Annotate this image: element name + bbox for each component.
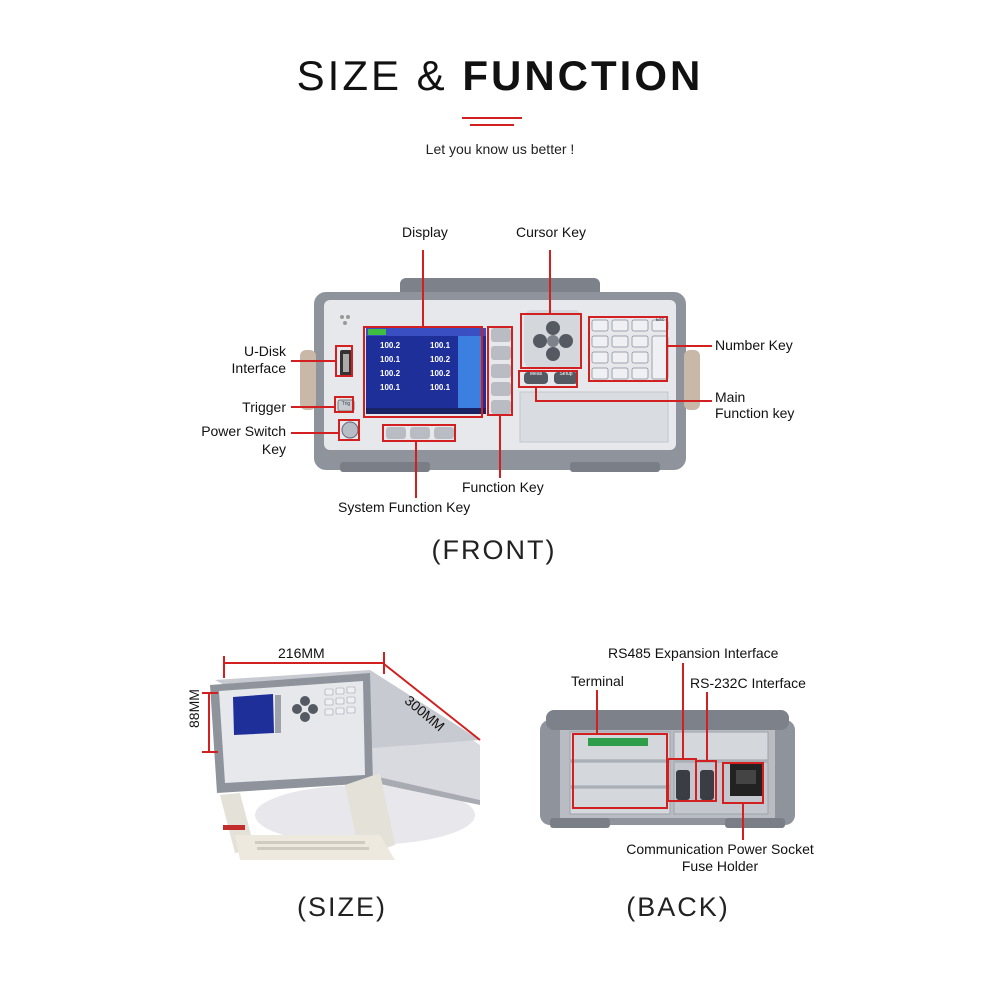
display-leader — [422, 250, 424, 326]
label-rs232: RS-232C Interface — [690, 675, 806, 691]
label-number-key: Number Key — [715, 337, 793, 353]
svg-text:100.1: 100.1 — [380, 383, 401, 392]
label-power-1: Power Switch — [201, 423, 286, 439]
display-highlight — [363, 326, 483, 418]
label-width: 216MM — [278, 645, 325, 661]
trigger-highlight — [334, 396, 354, 413]
caption-back: (BACK) — [626, 892, 730, 922]
subtitle: Let you know us better ! — [425, 141, 575, 157]
rs485-highlight — [667, 758, 697, 802]
width-dimension-tick-right — [383, 652, 385, 674]
label-rs485: RS485 Expansion Interface — [608, 645, 779, 661]
system-function-leader — [415, 442, 417, 498]
device-setup-key-label: Setup — [559, 371, 573, 377]
height-dimension-tick-top — [202, 692, 218, 694]
svg-text:100.2: 100.2 — [430, 369, 451, 378]
svg-text:100.2: 100.2 — [380, 369, 401, 378]
label-power-socket-2: Fuse Holder — [681, 858, 759, 874]
width-dimension-tick-left — [223, 656, 225, 678]
height-dimension-line — [208, 692, 210, 752]
title-light: SIZE & — [296, 52, 448, 99]
label-system-function-key: System Function Key — [338, 499, 471, 515]
label-function-key: Function Key — [462, 479, 544, 495]
label-udisk-2: Interface — [231, 360, 286, 376]
caption-size: (SIZE) — [297, 892, 387, 922]
rs232-leader — [706, 692, 708, 760]
function-key-leader — [499, 416, 501, 478]
label-cursor-key: Cursor Key — [516, 224, 587, 240]
trigger-leader — [291, 406, 334, 408]
terminal-leader — [596, 690, 598, 733]
label-power-socket-1: Communication Power Socket — [626, 841, 814, 857]
title-underline-2 — [470, 124, 514, 126]
caption-front: (FRONT) — [431, 535, 557, 565]
cursor-key-highlight — [520, 313, 582, 369]
width-dimension-line — [224, 662, 384, 664]
label-terminal: Terminal — [571, 673, 624, 689]
svg-text:100.1: 100.1 — [380, 355, 401, 364]
label-udisk-1: U-Disk — [244, 343, 286, 359]
power-leader — [291, 432, 338, 434]
main-function-highlight — [518, 370, 578, 388]
svg-text:100.1: 100.1 — [430, 341, 451, 350]
page-title: SIZE & FUNCTION — [0, 52, 1000, 100]
power-socket-leader — [742, 804, 744, 840]
rs485-leader — [682, 663, 684, 758]
udisk-highlight — [335, 345, 353, 377]
title-bold: FUNCTION — [462, 52, 704, 99]
depth-dimension-line — [383, 663, 481, 741]
label-power-2: Key — [261, 441, 286, 457]
udisk-leader — [291, 360, 335, 362]
svg-text:100.1: 100.1 — [430, 383, 451, 392]
label-display: Display — [402, 224, 448, 240]
number-leader — [668, 345, 712, 347]
number-key-highlight — [588, 316, 668, 382]
main-function-leader-v — [535, 388, 537, 402]
system-function-highlight — [382, 424, 456, 442]
device-meas-key-label: Meas — [529, 371, 543, 377]
label-trigger: Trigger — [242, 399, 286, 415]
device-esc-key-label: Esc — [655, 317, 665, 323]
terminal-highlight — [572, 733, 668, 809]
cursor-leader — [549, 250, 551, 313]
device-trig-key-label: Trig — [341, 401, 351, 407]
power-highlight — [338, 419, 360, 441]
function-key-highlight — [487, 326, 513, 416]
title-underline-1 — [462, 117, 522, 119]
label-main-function-2: Function key — [715, 405, 795, 421]
main-function-leader-h — [535, 400, 712, 402]
rs232-highlight — [695, 760, 717, 802]
label-main-function-1: Main — [715, 389, 746, 405]
size-device-image — [210, 670, 480, 860]
power-socket-highlight — [722, 762, 764, 804]
height-dimension-tick-bottom — [202, 751, 218, 753]
svg-text:100.2: 100.2 — [430, 355, 451, 364]
label-height: 88MM — [186, 689, 202, 728]
svg-text:100.2: 100.2 — [380, 341, 401, 350]
